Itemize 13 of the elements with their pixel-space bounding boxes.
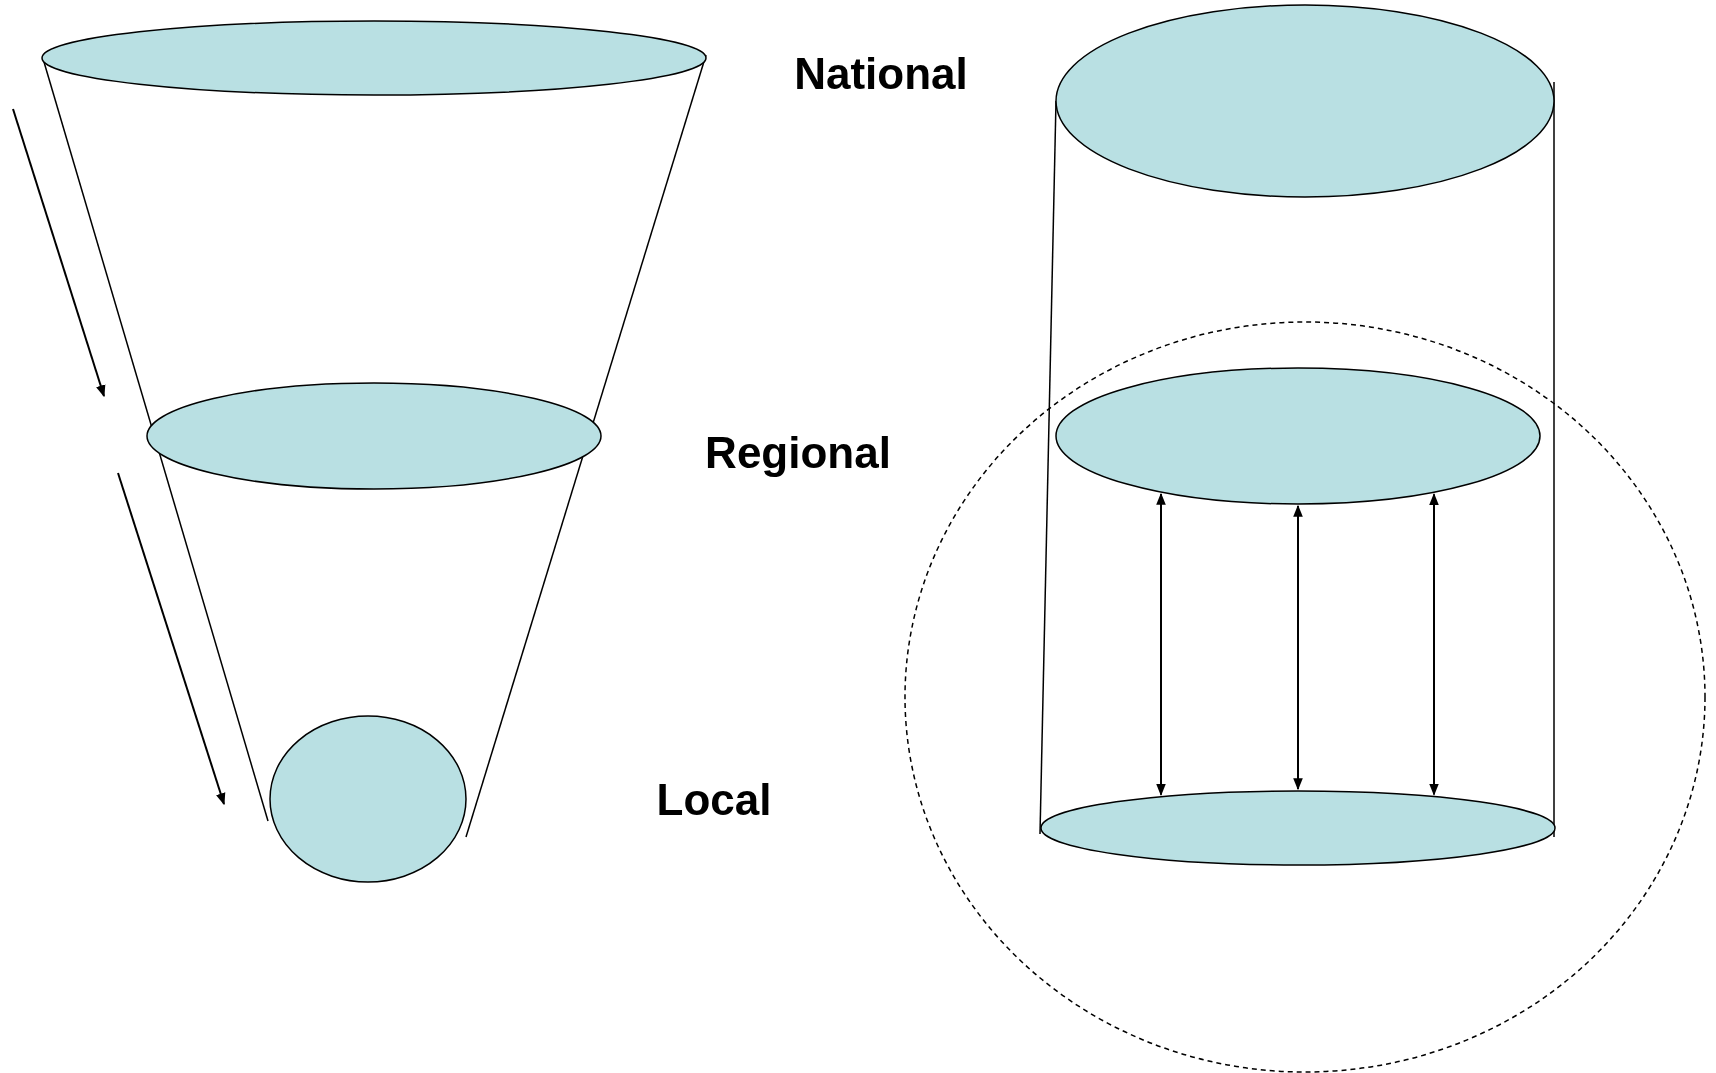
cylinder-top-ellipse [1056, 5, 1554, 197]
level-label: Regional [705, 428, 891, 478]
funnel-middle-ellipse [147, 383, 601, 489]
funnel-bottom-circle [270, 716, 466, 882]
double-arrow [1156, 492, 1166, 796]
cylinder-middle-ellipse [1056, 368, 1540, 504]
dashed-circle [905, 322, 1705, 1072]
level-label: Local [656, 775, 772, 825]
double-arrow [1429, 493, 1439, 796]
double-arrow [1293, 504, 1303, 791]
level-label: National [794, 49, 968, 99]
cylinder-bottom-ellipse [1041, 791, 1555, 865]
funnel-top-ellipse [42, 21, 706, 95]
